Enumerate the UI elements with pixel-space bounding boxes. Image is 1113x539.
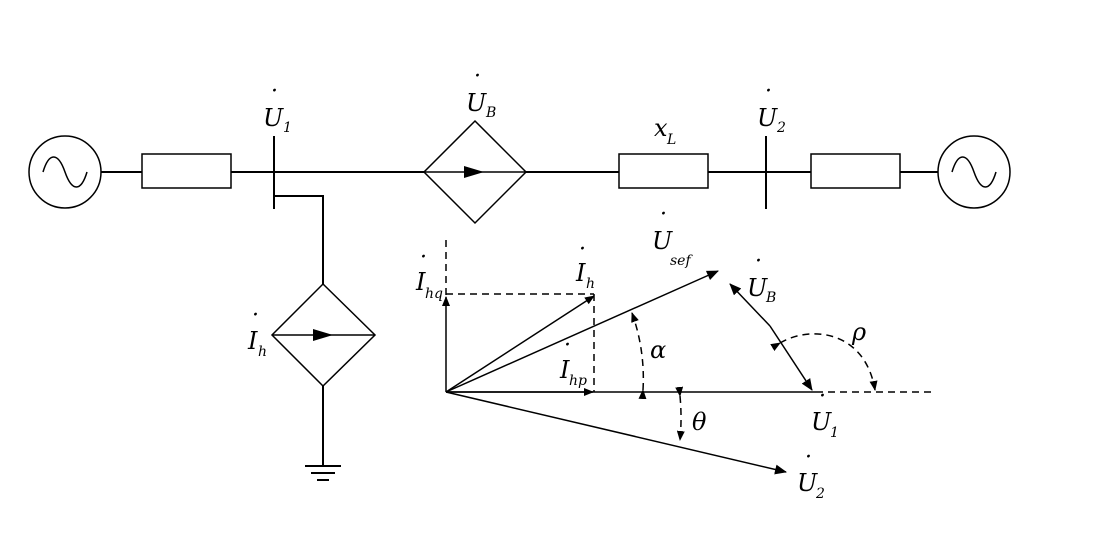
svg-text:·: ·	[660, 202, 667, 227]
svg-text:1: 1	[830, 425, 839, 441]
svg-text:B: B	[485, 105, 496, 121]
svg-text:U: U	[652, 227, 673, 255]
svg-text:·: ·	[805, 445, 812, 470]
svg-text:2: 2	[815, 486, 825, 502]
left-ac-source-icon	[28, 135, 102, 209]
label-xl: x L	[654, 114, 676, 148]
shunt-branch-wire	[274, 195, 324, 284]
shunt-current-source-ih	[270, 282, 377, 388]
angle-theta-arc	[675, 386, 685, 441]
svg-text:hq: hq	[425, 286, 443, 302]
circuit	[28, 119, 1011, 481]
svg-text:1: 1	[283, 120, 292, 136]
svg-text:U: U	[747, 274, 768, 302]
svg-text:·: ·	[564, 333, 571, 358]
svg-text:x: x	[654, 114, 668, 142]
svg-text:B: B	[765, 290, 776, 306]
label-u2-bus: · U 2	[757, 79, 786, 136]
label-u1-phasor: · U 1	[811, 384, 839, 441]
label-ihq: · I hq	[415, 245, 443, 302]
svg-text:U: U	[263, 104, 284, 132]
label-ub-phasor: · U B	[747, 249, 776, 306]
svg-text:·: ·	[755, 249, 762, 274]
line-reactance-xl	[618, 153, 709, 189]
right-ac-source-icon	[937, 135, 1011, 209]
label-usef: · U sef	[652, 202, 693, 269]
series-voltage-source-ub	[422, 119, 528, 225]
angle-rho-arc	[770, 333, 878, 391]
label-ihp: · I hp	[559, 333, 587, 389]
label-u1-bus: · U 1	[263, 79, 292, 136]
svg-text:I: I	[575, 259, 586, 287]
label-theta: θ	[692, 408, 707, 436]
svg-text:·: ·	[420, 245, 427, 270]
label-ih-source: · I h	[247, 303, 267, 360]
phasor-ub-upper	[729, 283, 771, 327]
svg-text:·: ·	[474, 64, 481, 89]
angle-alpha-arc	[631, 312, 647, 400]
svg-text:L: L	[666, 132, 676, 148]
svg-text:·: ·	[252, 303, 259, 328]
svg-text:·: ·	[765, 79, 772, 104]
svg-text:sef: sef	[670, 253, 693, 269]
svg-text:U: U	[757, 104, 778, 132]
svg-text:U: U	[466, 89, 487, 117]
right-impedance	[810, 153, 901, 189]
label-rho: ρ	[851, 318, 866, 346]
ground-icon	[305, 465, 341, 481]
label-u2-phasor: · U 2	[797, 445, 825, 502]
phasor-ub-lower	[769, 325, 813, 391]
label-alpha: α	[650, 336, 666, 364]
svg-text:h: h	[258, 344, 267, 360]
svg-text:I: I	[559, 356, 570, 384]
label-ub-source: · U B	[466, 64, 496, 121]
svg-text:U: U	[811, 408, 832, 436]
svg-text:·: ·	[579, 237, 586, 262]
svg-text:I: I	[247, 327, 258, 355]
svg-text:·: ·	[271, 79, 278, 104]
svg-text:2: 2	[776, 120, 786, 136]
svg-text:hp: hp	[569, 373, 587, 389]
svg-text:U: U	[797, 469, 818, 497]
left-impedance	[141, 153, 232, 189]
phasor-usef	[445, 270, 719, 393]
svg-text:I: I	[415, 268, 426, 296]
label-ih-phasor: · I h	[575, 237, 595, 292]
svg-text:h: h	[586, 276, 595, 292]
phasor-u2	[445, 391, 787, 475]
svg-text:·: ·	[819, 384, 826, 409]
phasor-diagram	[442, 240, 936, 475]
phasor-ih	[445, 295, 595, 393]
